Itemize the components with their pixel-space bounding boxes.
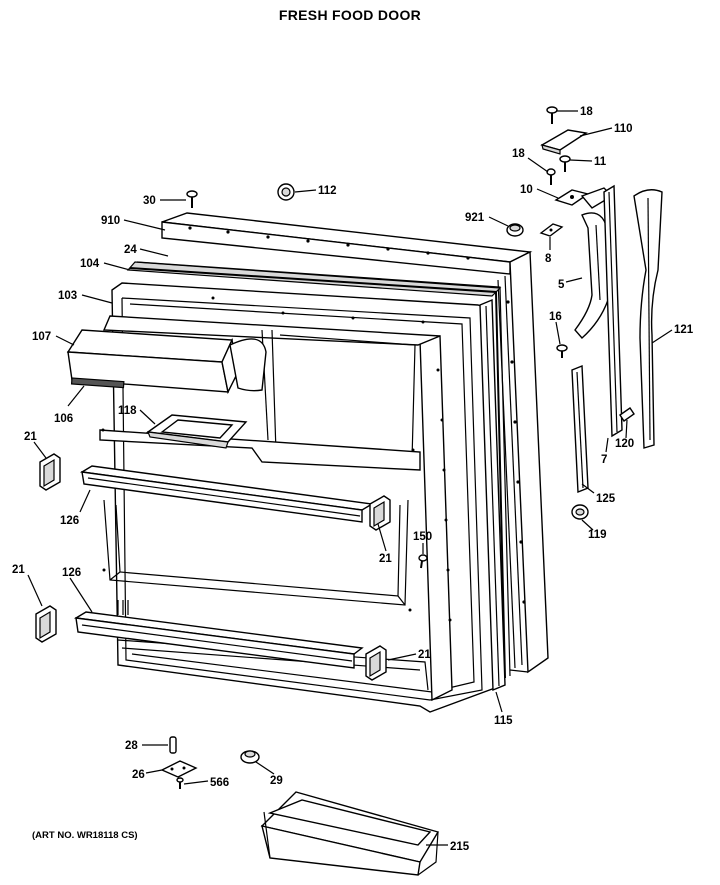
screw-150 [418,554,428,569]
callout-118: 118 [118,405,137,417]
plate-26 [160,760,198,778]
cap-921 [506,223,524,237]
callout-21: 21 [418,649,431,661]
callout-11: 11 [594,156,607,168]
callout-104: 104 [80,258,100,270]
plug-112 [277,183,295,201]
callout-910: 910 [101,215,120,227]
callout-18: 18 [580,106,593,118]
trim-strip-125 [571,364,589,494]
shelf-end-caps [35,453,391,681]
callout-labels: 18 110 18 11 10 112 30 910 921 24 104 8 … [12,106,694,853]
callout-21: 21 [24,431,37,443]
leader-lines [27,110,673,846]
callout-126: 126 [60,515,79,527]
callout-115: 115 [494,715,513,727]
handle-121 [633,189,663,449]
door-gasket [126,261,511,679]
art-number: (ART NO. WR18118 CS) [32,830,138,841]
pin-28 [169,736,177,754]
door-strip [479,298,506,692]
panel-rivets [188,226,526,604]
hinge-cover-110 [540,129,588,155]
handle-rail-7 [603,184,623,438]
screw-18-mid [546,168,556,185]
screw-11 [559,155,571,172]
callout-120: 120 [615,438,634,450]
callout-215: 215 [450,841,470,853]
callout-29: 29 [270,775,283,787]
callout-18: 18 [512,148,525,160]
callout-126: 126 [62,567,81,579]
callout-30: 30 [143,195,156,207]
door-bin-215 [260,791,440,876]
clip-120 [619,407,635,422]
callout-24: 24 [124,244,137,256]
shelf-bar-upper [79,465,375,523]
callout-106: 106 [54,413,73,425]
callout-112: 112 [318,185,337,197]
callout-8: 8 [545,253,552,265]
callout-26: 26 [132,769,145,781]
callout-107: 107 [32,331,51,343]
callout-103: 103 [58,290,77,302]
callout-566: 566 [210,777,229,789]
callout-10: 10 [520,184,533,196]
shim-8 [539,223,564,237]
shelf-bar-lower [73,611,364,669]
bumper-29 [240,750,260,764]
callout-121: 121 [674,324,694,336]
callout-921: 921 [465,212,485,224]
callout-110: 110 [614,123,633,135]
dairy-compartment-door [66,329,267,395]
outer-door-panel [161,212,549,674]
callout-16: 16 [549,311,562,323]
screw-30 [186,190,198,208]
screw-18-top [546,106,558,124]
callout-21: 21 [379,553,392,565]
callout-125: 125 [596,493,616,505]
grommet-119 [571,504,589,520]
diagram-title: FRESH FOOD DOOR [279,7,421,23]
screw-16 [556,344,568,358]
screw-566 [176,777,184,789]
callout-119: 119 [588,529,607,541]
callout-28: 28 [125,740,138,752]
callout-5: 5 [558,279,565,291]
butter-tray [146,414,248,449]
callout-21: 21 [12,564,25,576]
callout-150: 150 [413,531,432,543]
callout-7: 7 [601,454,607,466]
